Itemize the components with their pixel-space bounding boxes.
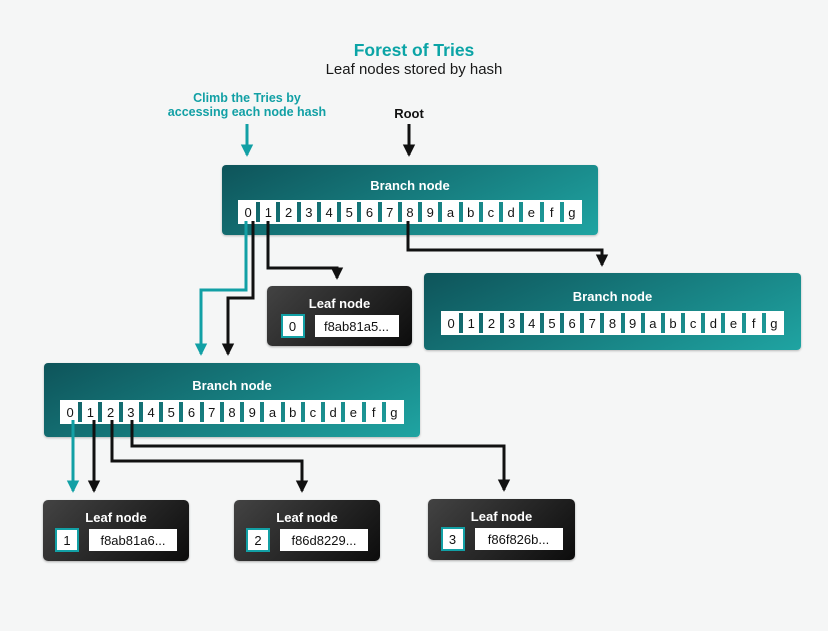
- branch-cell: g: [765, 313, 782, 333]
- page-title: Forest of Tries: [353, 40, 475, 60]
- branch-cell: 7: [203, 402, 220, 422]
- branch-cell: d: [325, 402, 342, 422]
- branch-node-label: Branch node: [370, 178, 450, 193]
- branch-cell: a: [264, 402, 281, 422]
- branch-cell: a: [442, 202, 459, 222]
- branch-node-root: Branch node 0 1 2 3 4 5 6 7 8 9 a b c d …: [222, 165, 598, 235]
- branch-cell: 2: [102, 402, 119, 422]
- branch-cell: 8: [401, 202, 419, 222]
- leaf-index-cell: 3: [440, 527, 465, 551]
- page-subtitle: Leaf nodes stored by hash: [325, 61, 503, 78]
- branch-cell: f: [365, 402, 382, 422]
- branch-cell: e: [345, 402, 362, 422]
- branch-cell: 3: [503, 313, 520, 333]
- branch-cell: b: [284, 402, 301, 422]
- leaf-index-cell: 2: [246, 528, 270, 552]
- branch-cell-strip: 0 1 2 3 4 5 6 7 8 9 a b c d e f g: [60, 400, 404, 424]
- branch-cell: a: [644, 313, 661, 333]
- branch-cell: 6: [564, 313, 581, 333]
- branch-cell: d: [705, 313, 722, 333]
- edge-root0-to-left-branch: [221, 221, 255, 356]
- branch-node-label: Branch node: [572, 289, 653, 304]
- leaf-hash-value: f86f826b...: [474, 528, 563, 550]
- branch-cell: 0: [240, 202, 257, 222]
- branch-cell: c: [304, 402, 322, 422]
- branch-cell: 9: [422, 202, 439, 222]
- leaf-node-label: Leaf node: [470, 509, 533, 524]
- branch-cell: g: [385, 402, 402, 422]
- branch-cell-strip: 0 1 2 3 4 5 6 7 8 9 a b c d e f g: [441, 311, 784, 335]
- leaf-hash-value: f8ab81a5...: [314, 315, 399, 337]
- branch-cell: 5: [543, 313, 561, 333]
- branch-cell: e: [523, 202, 540, 222]
- branch-cell: 3: [300, 202, 317, 222]
- edge-root0-to-left-branch-teal: [194, 221, 248, 356]
- branch-cell: 3: [122, 402, 139, 422]
- root-annotation: Root: [394, 106, 424, 121]
- branch-cell: 7: [381, 202, 398, 222]
- branch-cell: f: [745, 313, 762, 333]
- leaf-hash-value: f86d8229...: [280, 529, 368, 551]
- climb-annotation-line2: accessing each node hash: [167, 104, 327, 119]
- climb-annotation-line1: Climb the Tries by: [193, 91, 301, 105]
- leaf-node-row: 3 f86f826b...: [428, 527, 575, 551]
- branch-cell: 4: [320, 202, 338, 222]
- branch-cell: g: [563, 202, 580, 222]
- branch-cell: c: [685, 313, 702, 333]
- leaf-node-2: Leaf node 2 f86d8229...: [234, 500, 380, 561]
- branch-cell: 8: [223, 402, 241, 422]
- branch-node-left: Branch node 0 1 2 3 4 5 6 7 8 9 a b c d …: [44, 363, 420, 437]
- branch-cell: 0: [62, 402, 79, 422]
- branch-node-right: Branch node 0 1 2 3 4 5 6 7 8 9 a b c d …: [424, 273, 801, 350]
- branch-node-label: Branch node: [192, 378, 272, 393]
- branch-cell: 1: [82, 402, 99, 422]
- leaf-node-row: 0 f8ab81a5...: [267, 314, 412, 338]
- branch-cell: c: [482, 202, 500, 222]
- branch-cell: 5: [341, 202, 358, 222]
- branch-cell: 4: [523, 313, 540, 333]
- branch-cell: 5: [163, 402, 180, 422]
- branch-cell: 1: [260, 202, 277, 222]
- branch-cell: b: [462, 202, 479, 222]
- branch-cell: 2: [483, 313, 500, 333]
- branch-cell: 8: [604, 313, 621, 333]
- leaf-node-1: Leaf node 1 f8ab81a6...: [43, 500, 189, 561]
- leaf-index-cell: 0: [280, 314, 305, 338]
- leaf-index-cell: 1: [55, 528, 79, 552]
- leaf-node-0: Leaf node 0 f8ab81a5...: [267, 286, 412, 346]
- branch-cell-strip: 0 1 2 3 4 5 6 7 8 9 a b c d e f g: [238, 200, 582, 224]
- branch-cell: 9: [624, 313, 641, 333]
- branch-cell: 4: [142, 402, 160, 422]
- branch-cell: 6: [361, 202, 378, 222]
- leaf-hash-value: f8ab81a6...: [89, 529, 177, 551]
- branch-cell: 7: [584, 313, 601, 333]
- leaf-node-row: 1 f8ab81a6...: [43, 528, 189, 552]
- branch-cell: 9: [244, 402, 261, 422]
- leaf-node-label: Leaf node: [308, 296, 371, 311]
- branch-cell: f: [543, 202, 560, 222]
- leaf-node-3: Leaf node 3 f86f826b...: [428, 499, 575, 560]
- branch-cell: 2: [280, 202, 297, 222]
- leaf-node-row: 2 f86d8229...: [234, 528, 380, 552]
- branch-cell: 0: [443, 313, 460, 333]
- leaf-node-label: Leaf node: [85, 510, 147, 525]
- branch-cell: b: [664, 313, 682, 333]
- branch-cell: 6: [183, 402, 200, 422]
- branch-cell: 1: [463, 313, 480, 333]
- branch-cell: d: [503, 202, 520, 222]
- branch-cell: e: [725, 313, 742, 333]
- leaf-node-label: Leaf node: [276, 510, 338, 525]
- climb-annotation: Climb the Tries by accessing each node h…: [107, 91, 387, 119]
